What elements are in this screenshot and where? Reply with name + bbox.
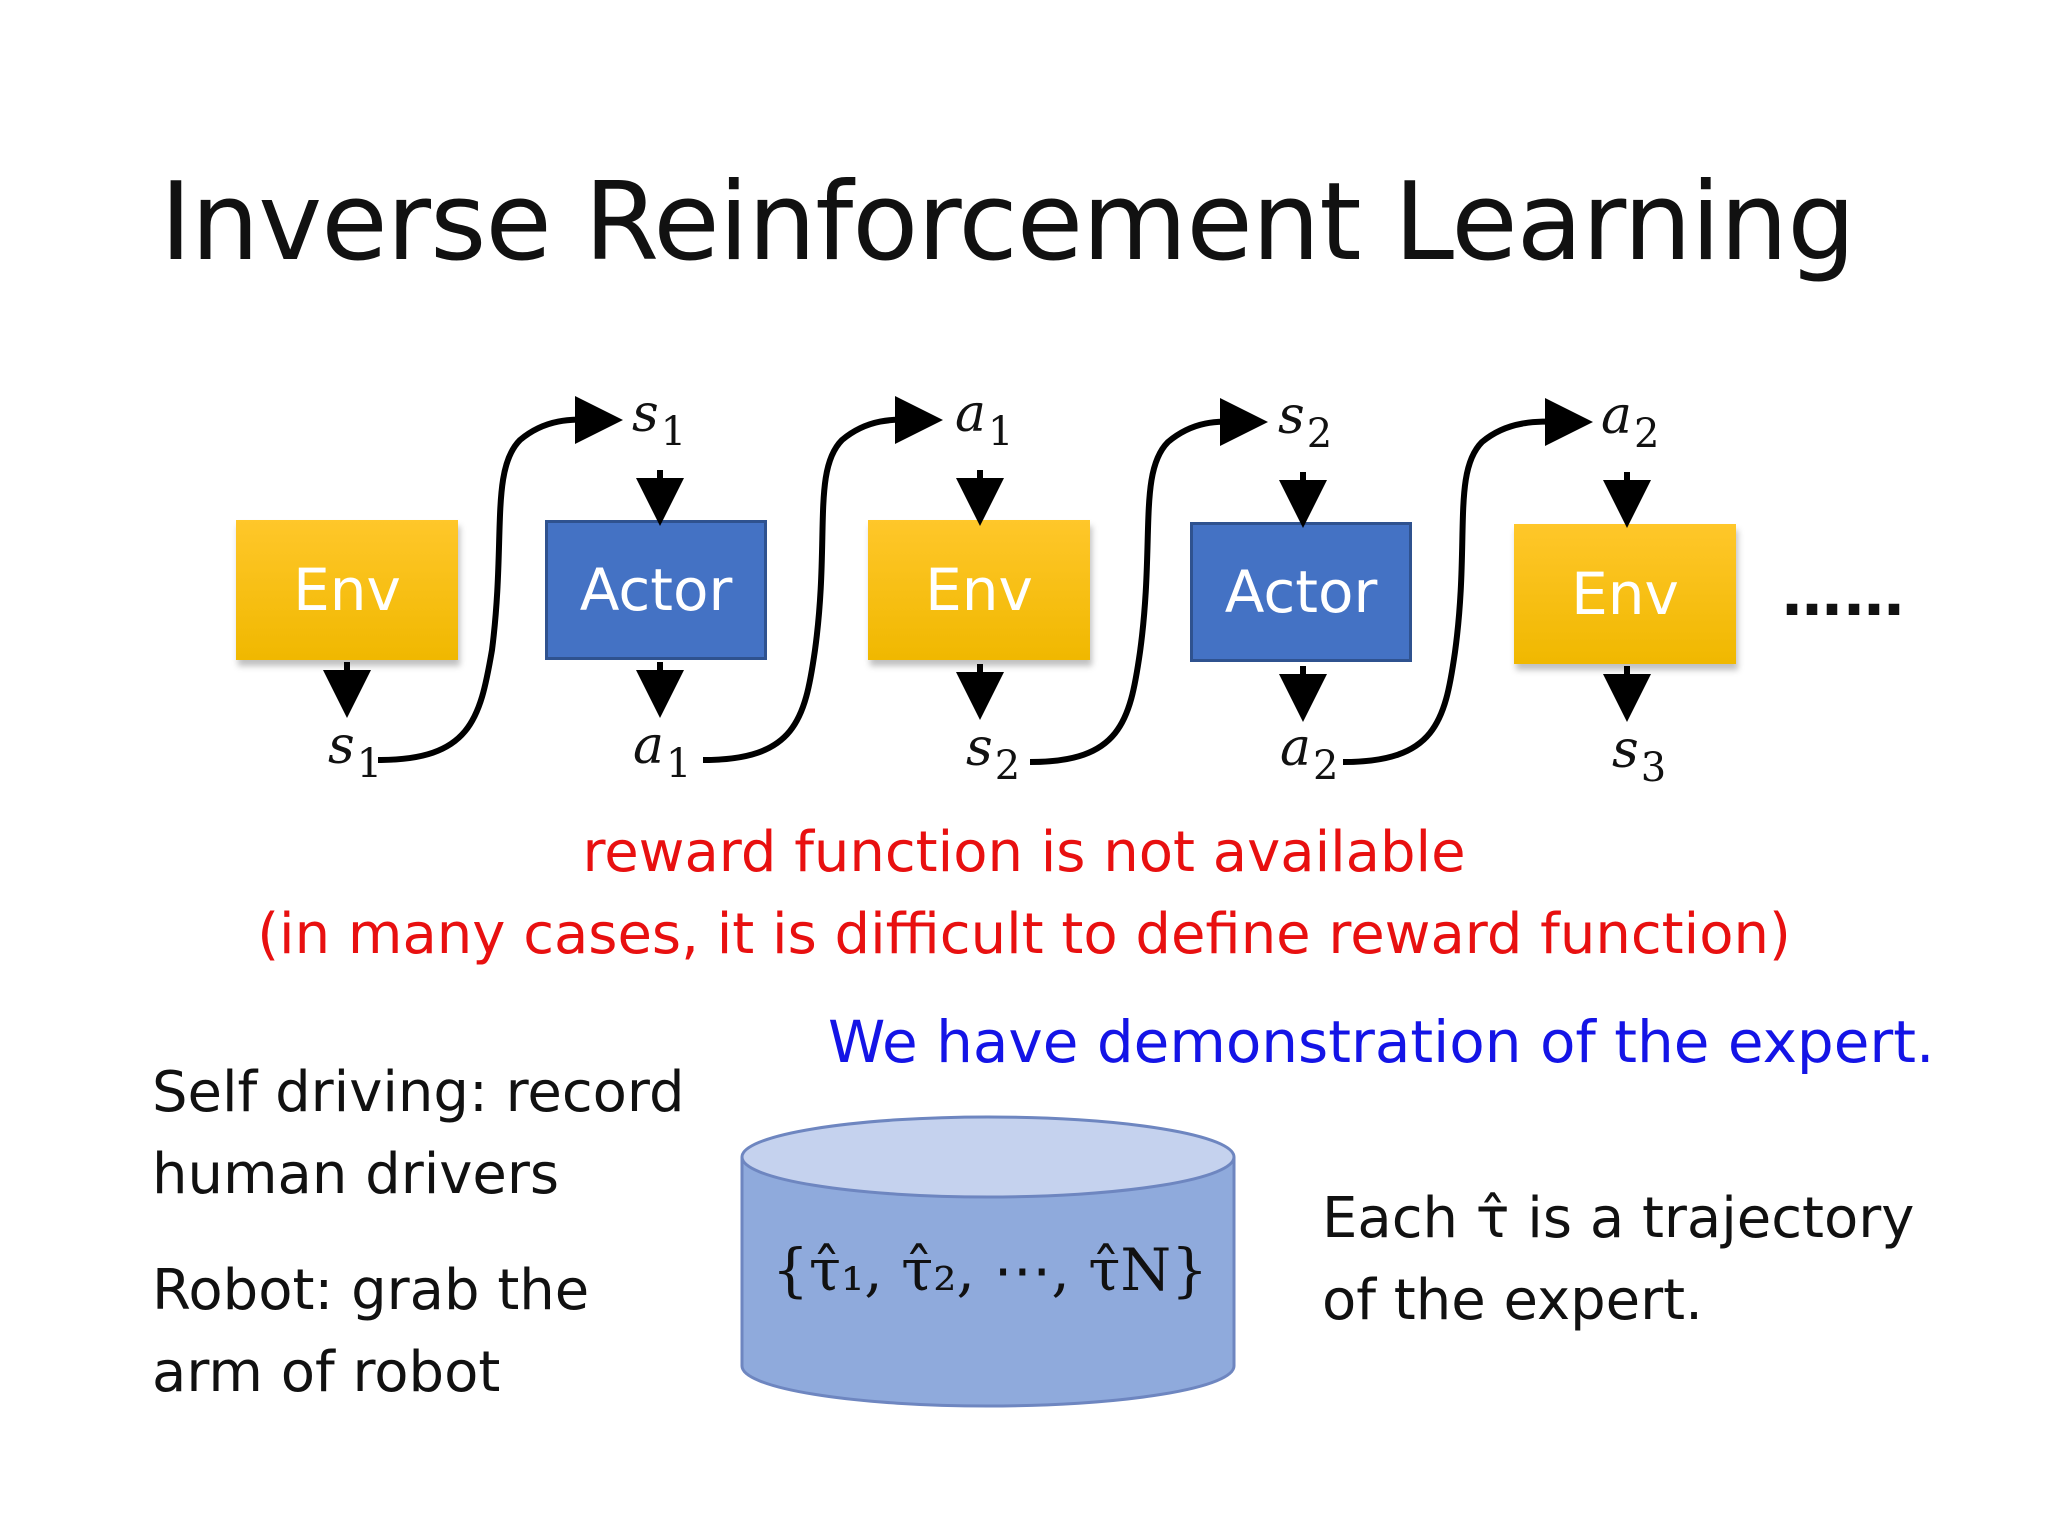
env-box-1-label: Env (293, 556, 401, 624)
env-box-1: Env (236, 520, 458, 660)
curve-a1 (702, 395, 943, 763)
trajectory-description-line-1: Each τ̂ is a trajectory (1322, 1186, 1915, 1251)
trajectory-description: Each τ̂ is a trajectory of the expert. (1322, 1178, 1914, 1342)
example-self-driving: Self driving: record human drivers (152, 1052, 685, 1216)
example-self-driving-line-2: human drivers (152, 1142, 560, 1207)
example-robot-line-2: arm of robot (152, 1340, 501, 1405)
curve-s2 (1029, 397, 1268, 765)
actor-box-1: Actor (545, 520, 767, 660)
example-self-driving-line-1: Self driving: record (152, 1060, 685, 1125)
top-label-a2: a2 (1601, 386, 1660, 457)
actor-box-2-label: Actor (1224, 558, 1378, 626)
bottom-label-a1: a1 (633, 716, 692, 787)
env-box-3: Env (1514, 524, 1736, 664)
warning-line-2: (in many cases, it is difficult to defin… (257, 902, 1791, 967)
ellipsis: …… (1782, 560, 1906, 630)
actor-box-1-label: Actor (579, 556, 733, 624)
bottom-label-s3: s3 (1612, 720, 1667, 791)
example-robot-line-1: Robot: grab the (152, 1258, 590, 1323)
bottom-label-a2: a2 (1280, 718, 1339, 789)
top-label-s1: s1 (632, 384, 687, 455)
trajectory-description-line-2: of the expert. (1322, 1268, 1703, 1333)
slide-title: Inverse Reinforcement Learning (160, 160, 1856, 285)
curve-a2 (1342, 397, 1593, 765)
expert-database-cylinder (740, 1115, 1236, 1408)
example-robot: Robot: grab the arm of robot (152, 1250, 589, 1414)
top-label-a1: a1 (955, 384, 1014, 455)
bottom-label-s1: s1 (328, 716, 383, 787)
env-box-2: Env (868, 520, 1090, 660)
warning-line-1: reward function is not available (582, 820, 1466, 885)
expert-headline: We have demonstration of the expert. (828, 1008, 1935, 1076)
trajectory-set-label: {τ̂₁, τ̂₂, ⋯, τ̂N} (772, 1236, 1208, 1304)
actor-box-2: Actor (1190, 522, 1412, 662)
curve-s1 (377, 395, 623, 763)
env-box-3-label: Env (1571, 560, 1679, 628)
env-box-2-label: Env (925, 556, 1033, 624)
bottom-label-s2: s2 (966, 718, 1021, 789)
top-label-s2: s2 (1278, 386, 1333, 457)
